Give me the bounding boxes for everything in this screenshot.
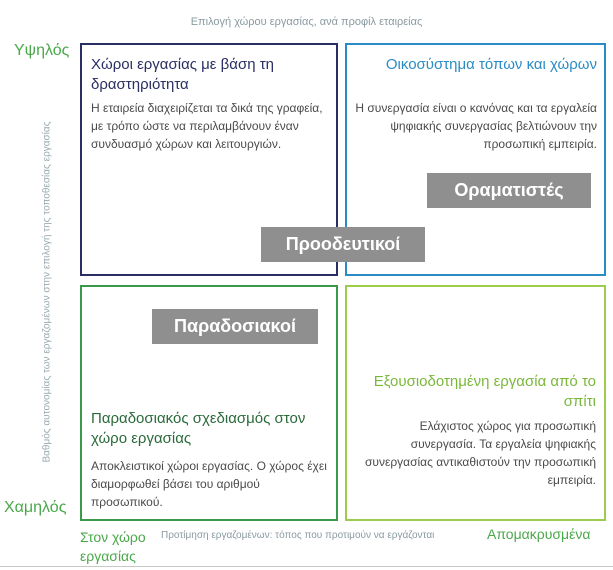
y-axis-low-label: Χαμηλός	[4, 499, 67, 516]
quadrant-bottom-right-text: Ελάχιστος χώρος για προσωπική συνεργασία…	[365, 419, 596, 487]
y-axis-title: Βαθμός αυτονομίας των εργαζομένων στην ε…	[41, 121, 53, 463]
quadrant-bottom-left-text: Αποκλειστικοί χώροι εργασίας. Ο χώρος έχ…	[91, 459, 327, 509]
x-axis-left-label: Στον χώρο εργασίας	[80, 529, 146, 564]
quadrant-top-left-frame	[80, 43, 338, 276]
quadrant-bottom-right-frame	[345, 285, 606, 521]
x-axis-right-label: Απομακρυσμένα	[487, 526, 591, 542]
y-axis-high-label: Υψηλός	[14, 42, 70, 59]
top-caption: Επιλογή χώρου εργασίας, ανά προφίλ εταιρ…	[190, 16, 423, 28]
quadrant-bottom-left-title: Παραδοσιακός σχεδιασμός στον χώρο εργασί…	[91, 410, 306, 447]
quadrant-top-right-text: Η συνεργασία είναι ο κανόνας και τα εργα…	[355, 101, 597, 151]
quadrant-bottom-right-title: Εξουσιοδοτημένη εργασία από το σπίτι	[373, 373, 596, 410]
badge-progressives: Προοδευτικοί	[261, 227, 425, 262]
quadrant-top-left-title: Χώροι εργασίας με βάση τη δραστηριότητα	[91, 56, 274, 93]
badge-visionaries: Οραματιστές	[427, 173, 591, 208]
badge-traditional: Παραδοσιακοί	[152, 309, 318, 344]
quadrant-bottom-left-frame	[80, 285, 338, 521]
quadrant-top-left-text: Η εταιρεία διαχειρίζεται τα δικά της γρα…	[91, 101, 323, 151]
x-axis-title: Προτίμηση εργαζομένων: τόπος που προτιμο…	[161, 530, 435, 541]
quadrant-top-right-frame	[345, 43, 606, 276]
bottom-divider	[0, 566, 613, 567]
quadrant-top-right-title: Οικοσύστημα τόπων και χώρων	[385, 56, 597, 73]
